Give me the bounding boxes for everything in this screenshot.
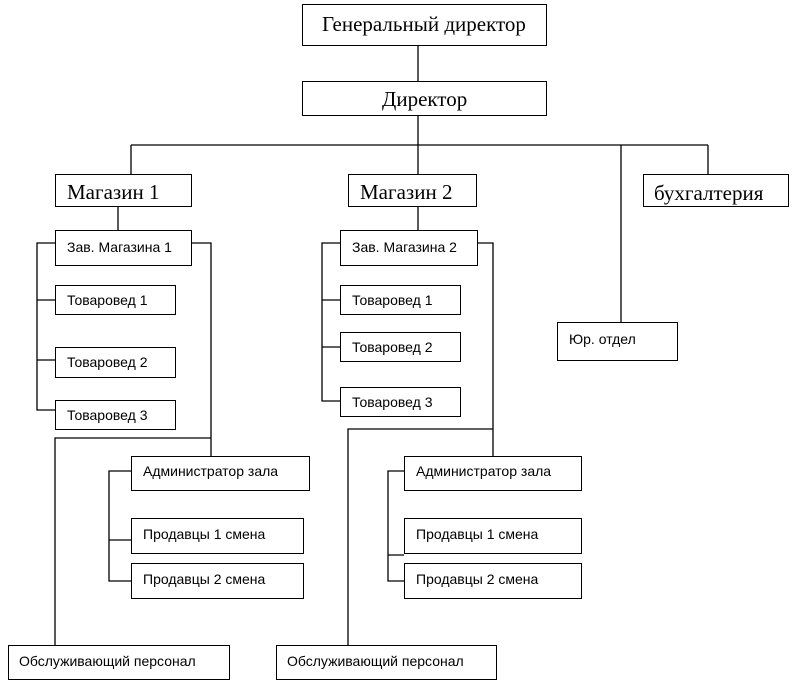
node-store2-merchandiser-3: Товаровед 3 <box>340 387 461 417</box>
connector-store2-right <box>347 242 494 645</box>
node-store1-merchandiser-3: Товаровед 3 <box>55 400 176 430</box>
node-legal: Юр. отдел <box>557 322 678 361</box>
node-store1-sellers-2: Продавцы 2 смена <box>131 563 304 599</box>
node-store1-admin: Администратор зала <box>131 456 310 491</box>
node-general-director: Генеральный директор <box>302 4 547 46</box>
node-store2-sellers-1: Продавцы 1 смена <box>404 518 582 554</box>
node-store2-admin: Администратор зала <box>404 456 582 491</box>
connector-store2-sellers <box>387 470 404 582</box>
connector-store2-bracket <box>321 242 340 402</box>
connector-store1-sellers <box>108 470 131 582</box>
node-store1: Магазин 1 <box>55 174 192 207</box>
node-store2-sellers-2: Продавцы 2 смена <box>404 563 582 599</box>
connector-director-bus <box>130 115 709 322</box>
node-accounting: бухгалтерия <box>643 174 789 207</box>
node-director: Директор <box>302 81 547 116</box>
node-store2-manager: Зав. Магазина 2 <box>340 230 478 266</box>
node-store2-merchandiser-1: Товаровед 1 <box>340 285 461 315</box>
node-store1-merchandiser-1: Товаровед 1 <box>55 285 176 315</box>
connector-store1-right <box>54 242 212 645</box>
node-store1-manager: Зав. Магазина 1 <box>55 230 192 266</box>
node-store1-service: Обслуживающий персонал <box>8 645 230 680</box>
node-store2-merchandiser-2: Товаровед 2 <box>340 332 461 362</box>
connector-store1-bracket <box>36 242 55 411</box>
node-store1-merchandiser-2: Товаровед 2 <box>55 347 176 378</box>
node-store2: Магазин 2 <box>348 174 477 207</box>
node-store2-service: Обслуживающий персонал <box>276 645 497 680</box>
node-store1-sellers-1: Продавцы 1 смена <box>131 518 304 554</box>
